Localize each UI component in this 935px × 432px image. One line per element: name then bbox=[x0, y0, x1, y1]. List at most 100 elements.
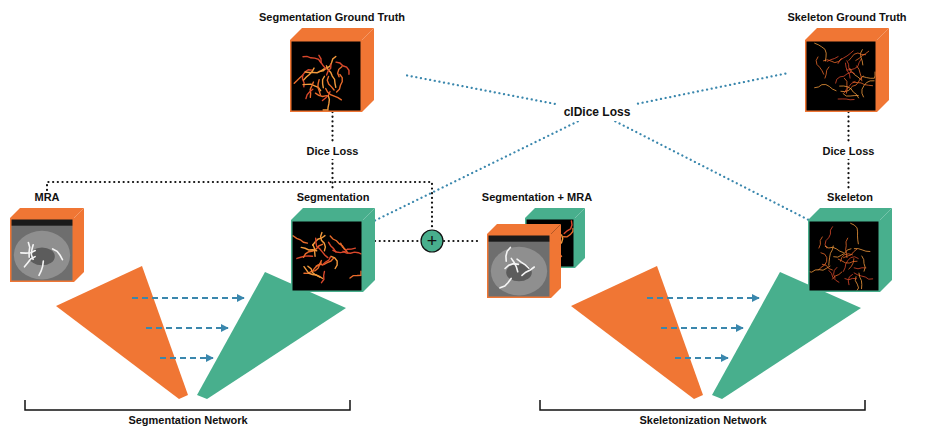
cube-top bbox=[291, 208, 375, 220]
scan-region bbox=[491, 247, 547, 296]
bright-vessel bbox=[506, 247, 510, 261]
encoder-shape bbox=[56, 266, 188, 399]
vessel-stroke bbox=[846, 238, 848, 257]
image-ground bbox=[805, 40, 877, 112]
node-heading: Skeleton Ground Truth bbox=[787, 10, 906, 24]
vessel-stroke bbox=[326, 89, 342, 100]
vessel-stroke bbox=[304, 68, 314, 80]
vessel-stroke bbox=[856, 51, 869, 60]
vessel-stroke bbox=[838, 51, 853, 64]
skip-arrow bbox=[675, 357, 728, 359]
cube-edge bbox=[292, 221, 363, 292]
vessel-stroke bbox=[323, 96, 329, 110]
encoder-shape bbox=[571, 266, 703, 399]
cube-side bbox=[363, 208, 375, 292]
sum-circle: + bbox=[420, 229, 444, 253]
cube-top bbox=[10, 208, 84, 218]
cube-face bbox=[290, 40, 362, 112]
cube-side bbox=[74, 208, 84, 282]
node-heading: MRA bbox=[34, 190, 59, 204]
cube-edge bbox=[11, 219, 74, 282]
cube-drawing bbox=[290, 28, 374, 112]
vessel-stroke bbox=[859, 273, 862, 289]
vessel-stroke bbox=[825, 227, 832, 248]
operator-symbol: + bbox=[420, 229, 444, 253]
vessel-stroke bbox=[843, 257, 858, 272]
cldice-connector bbox=[635, 74, 785, 105]
image-ground bbox=[290, 40, 362, 112]
vessel-stroke bbox=[863, 72, 875, 78]
output-cube: Skeleton bbox=[808, 190, 892, 292]
cube-top bbox=[487, 224, 561, 234]
cube-face bbox=[805, 40, 877, 112]
bright-vessel bbox=[28, 242, 29, 257]
cube bbox=[808, 208, 892, 292]
vessel-stroke bbox=[847, 61, 855, 74]
vessel-stroke bbox=[323, 76, 325, 87]
loss-label: clDice Loss bbox=[559, 103, 636, 121]
skip-arrow bbox=[146, 327, 228, 329]
vessel-stroke bbox=[810, 266, 830, 272]
cube-top bbox=[805, 28, 889, 40]
cube-top bbox=[808, 208, 892, 220]
bright-vessel bbox=[511, 258, 517, 271]
vessel-stroke bbox=[305, 69, 324, 73]
vessel-stroke bbox=[818, 253, 826, 270]
node-heading: Skeleton bbox=[827, 190, 873, 204]
scan-region bbox=[14, 231, 70, 280]
cube-drawing bbox=[291, 208, 375, 292]
cube bbox=[291, 208, 375, 292]
vessel-stroke bbox=[816, 57, 824, 74]
loss-name: clDice Loss bbox=[564, 105, 631, 119]
vessel-stroke bbox=[862, 81, 874, 97]
network-name: Segmentation Network bbox=[128, 413, 247, 427]
vessel-stroke bbox=[322, 257, 330, 265]
vessel-stroke bbox=[303, 56, 321, 62]
sum-circle-shape bbox=[421, 230, 443, 252]
vessel-stroke bbox=[306, 89, 313, 98]
cube-side bbox=[362, 28, 374, 112]
vessel-stroke bbox=[304, 267, 320, 277]
bracket bbox=[25, 400, 350, 410]
vessel-stroke bbox=[844, 82, 855, 93]
scan-ground bbox=[487, 234, 551, 298]
vessel-stroke bbox=[326, 66, 335, 87]
cube-side bbox=[880, 208, 892, 292]
volume-cube: Skeleton Ground Truth bbox=[785, 10, 908, 112]
vessel-stroke bbox=[301, 247, 316, 250]
vessel-stroke bbox=[838, 259, 857, 263]
vessel-stroke bbox=[815, 43, 826, 61]
bright-vessel bbox=[53, 249, 63, 260]
vessel-stroke bbox=[294, 75, 303, 83]
cube-top bbox=[290, 28, 374, 40]
vessel-stroke bbox=[819, 237, 822, 248]
network-name: Skeletonization Network bbox=[639, 413, 766, 427]
cube-drawing bbox=[808, 208, 892, 292]
vessel-stroke bbox=[845, 63, 850, 78]
node-heading: Segmentation bbox=[297, 190, 370, 204]
cube-top bbox=[525, 208, 585, 218]
vessel-stroke bbox=[857, 66, 862, 81]
vessel-stroke bbox=[851, 223, 859, 243]
vessel-stroke bbox=[304, 244, 323, 257]
vessel-stroke bbox=[854, 273, 873, 279]
cube bbox=[290, 28, 374, 112]
vessel-stroke bbox=[840, 86, 859, 98]
vessel-stroke bbox=[829, 270, 839, 282]
cube-face bbox=[10, 218, 74, 282]
cube-face bbox=[487, 234, 551, 298]
node-heading: Segmentation + MRA bbox=[482, 190, 592, 204]
skip-arrow bbox=[647, 297, 759, 299]
bright-vessel bbox=[500, 278, 511, 287]
vessel-stroke bbox=[853, 82, 872, 86]
cldice-connector bbox=[407, 75, 559, 104]
input-cube: MRA bbox=[10, 190, 84, 282]
dice-connector bbox=[444, 240, 480, 242]
vessel-stroke bbox=[316, 238, 328, 257]
vessel-stroke bbox=[825, 246, 843, 252]
scan-ground bbox=[10, 218, 74, 282]
cube-drawing bbox=[487, 208, 587, 298]
vessel-stroke bbox=[327, 64, 331, 75]
